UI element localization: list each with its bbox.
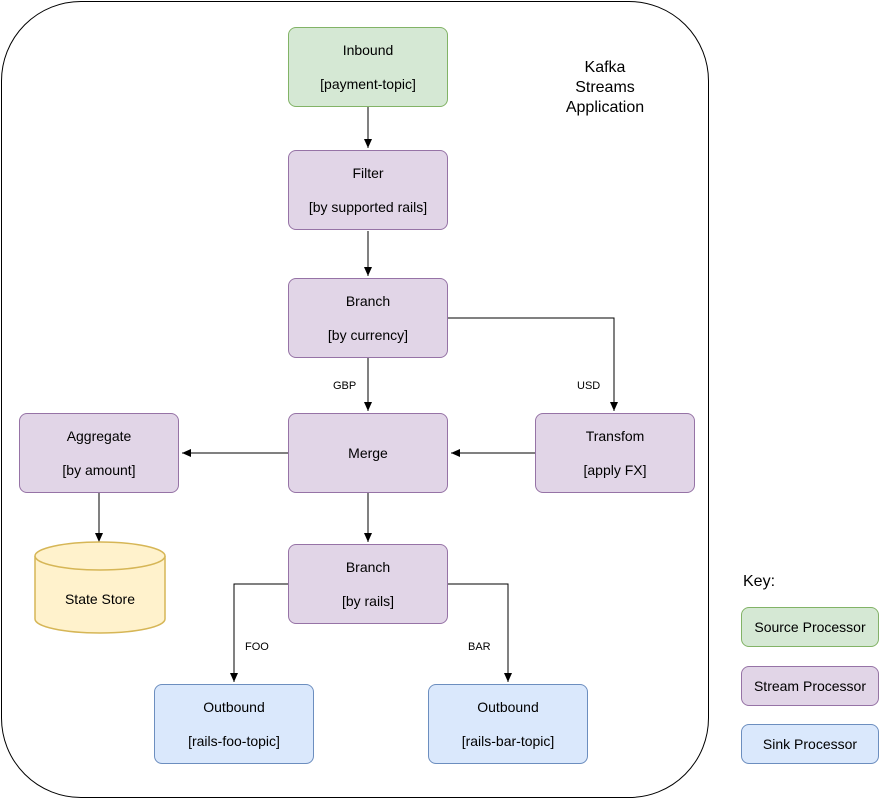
key-title: Key:	[743, 573, 776, 590]
node-detail: [rails-bar-topic]	[461, 733, 555, 749]
edge-branch-outbound-bar	[448, 583, 512, 682]
edge-branch-transform-usd	[448, 317, 618, 411]
edge-label-bar: BAR	[468, 641, 491, 653]
node-title: Filter	[352, 165, 384, 181]
node-detail: [payment-topic]	[320, 76, 416, 92]
node-title: Outbound	[477, 699, 539, 715]
state-store-node: State Store	[35, 575, 165, 623]
node-detail: [by amount]	[62, 462, 136, 478]
app-title: Kafka Streams Application	[565, 59, 645, 116]
edge-label-gbp: GBP	[333, 380, 357, 392]
branch-rails-node: Branch [by rails]	[288, 544, 448, 624]
node-detail: [by rails]	[341, 593, 395, 609]
merge-node: Merge	[288, 413, 448, 493]
aggregate-node: Aggregate [by amount]	[19, 413, 179, 493]
outbound-bar-node: Outbound [rails-bar-topic]	[428, 684, 588, 764]
state-store-cylinder	[34, 541, 166, 634]
key-label: Sink Processor	[762, 736, 858, 752]
transform-node: Transfom [apply FX]	[535, 413, 695, 493]
filter-node: Filter [by supported rails]	[288, 150, 448, 230]
kafka-streams-app-boundary	[1, 1, 709, 798]
key-sink-processor: Sink Processor	[741, 724, 879, 764]
node-detail: [rails-foo-topic]	[188, 733, 280, 749]
edge-label-foo: FOO	[245, 641, 269, 653]
node-detail: [apply FX]	[583, 462, 647, 478]
node-title: Inbound	[342, 42, 394, 58]
node-detail: [by currency]	[327, 327, 409, 343]
outbound-foo-node: Outbound [rails-foo-topic]	[154, 684, 314, 764]
node-detail: [by supported rails]	[308, 199, 428, 215]
node-title: Outbound	[203, 699, 265, 715]
key-label: Source Processor	[754, 619, 866, 635]
edge-branch-outbound-foo	[230, 583, 288, 682]
node-title: Merge	[348, 445, 388, 461]
node-title: State Store	[64, 591, 136, 607]
key-source-processor: Source Processor	[741, 607, 879, 647]
node-title: Aggregate	[66, 428, 132, 444]
edge-label-usd: USD	[577, 380, 601, 392]
key-stream-processor: Stream Processor	[741, 666, 879, 706]
node-title: Transfom	[585, 428, 645, 444]
branch-currency-node: Branch [by currency]	[288, 278, 448, 358]
key-label: Stream Processor	[753, 678, 867, 694]
node-title: Branch	[345, 293, 391, 309]
inbound-node: Inbound [payment-topic]	[288, 27, 448, 107]
node-title: Branch	[345, 559, 391, 575]
